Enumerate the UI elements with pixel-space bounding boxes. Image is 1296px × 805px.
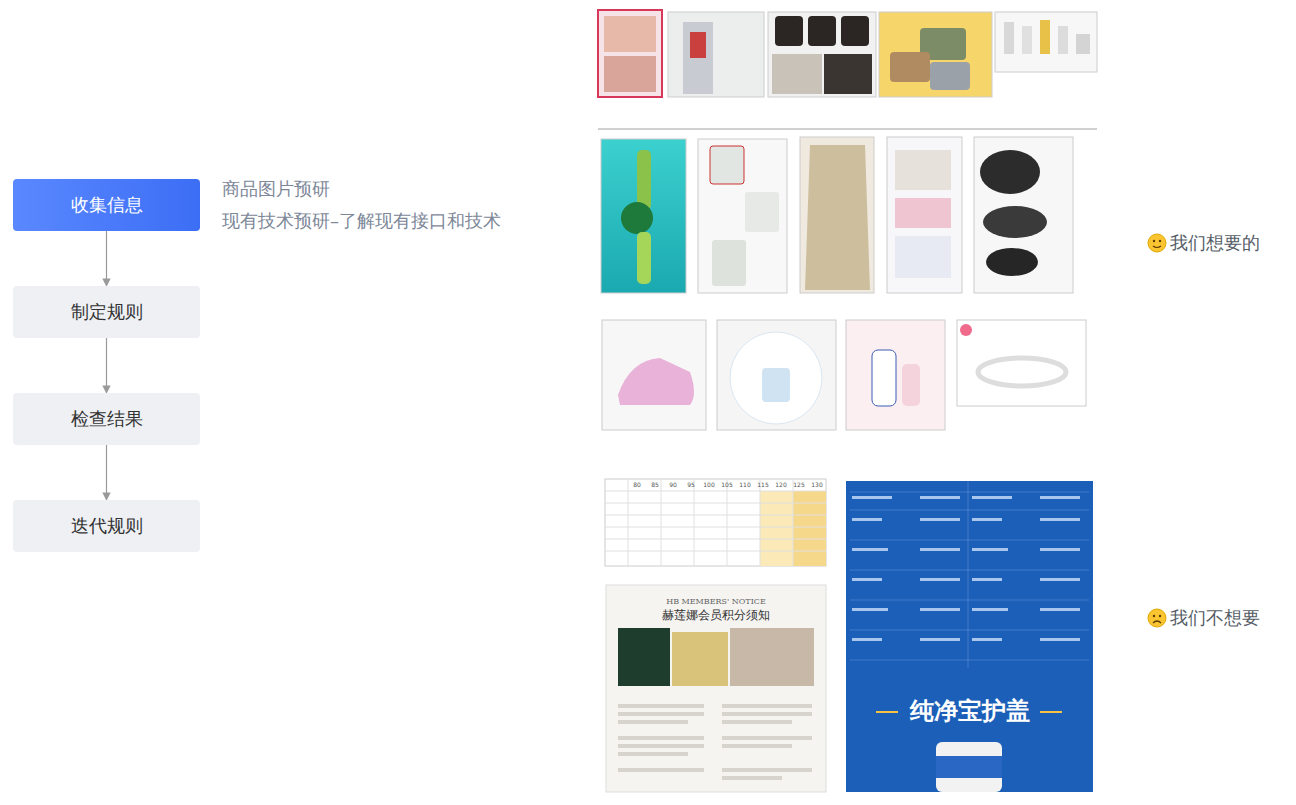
illustration-text: 125 <box>790 481 808 488</box>
product-photo <box>930 62 970 90</box>
product-photo <box>960 324 972 336</box>
product-photo <box>621 202 653 234</box>
product-photo <box>1076 34 1090 54</box>
size-table <box>605 479 826 566</box>
product-photo <box>800 137 874 293</box>
product-photo <box>805 145 870 290</box>
product-photo <box>846 320 945 430</box>
size-table-band <box>760 491 793 566</box>
product-photo <box>775 16 803 46</box>
product-photo <box>824 54 872 94</box>
smile-emoji <box>1148 234 1166 252</box>
note-text: 我们想要的 <box>1170 232 1260 254</box>
product-photo <box>618 358 694 405</box>
product-photo <box>598 10 662 97</box>
flow-arrow <box>106 231 107 286</box>
process-box: 收集信息 <box>13 179 200 231</box>
table-grid <box>605 479 826 566</box>
product-photo <box>730 628 814 686</box>
note-text: 现有技术预研–了解现有接口和技术 <box>222 210 501 232</box>
product-photo <box>872 350 896 406</box>
product-photo <box>980 150 1040 194</box>
illustration-text: 赫莲娜会员积分须知 <box>606 608 826 622</box>
product-photo <box>698 139 787 293</box>
ornament-line <box>876 711 898 713</box>
illustration-text: 110 <box>736 481 754 488</box>
product-tin <box>936 756 1002 778</box>
product-photo <box>879 12 992 97</box>
illustration-text: 80 <box>628 481 646 488</box>
product-photo <box>717 320 836 430</box>
nutrition-poster <box>846 481 1093 792</box>
illustration-text: 115 <box>754 481 772 488</box>
illustration-text: 95 <box>682 481 700 488</box>
product-photo <box>730 332 822 424</box>
product-photo <box>841 16 869 46</box>
illustration-text: 120 <box>772 481 790 488</box>
product-photo <box>668 12 764 97</box>
notice-card <box>606 585 826 792</box>
product-photo <box>1022 26 1032 54</box>
ornament-line <box>1040 711 1062 713</box>
product-photo <box>887 137 962 293</box>
nutrition-table <box>850 481 1089 668</box>
product-photo <box>712 240 746 286</box>
illustration-text: 85 <box>646 481 664 488</box>
product-photo <box>986 248 1038 276</box>
step-label: 检查结果 <box>71 407 143 431</box>
product-tin <box>936 742 1002 792</box>
step-label: 收集信息 <box>71 193 143 217</box>
product-photo <box>604 56 656 92</box>
product-photo <box>772 54 822 94</box>
illustration-text: 100 <box>700 481 718 488</box>
flow-arrow <box>106 445 107 500</box>
product-photo <box>895 236 951 278</box>
note-text: 商品图片预研 <box>222 178 330 200</box>
product-photo <box>768 12 876 97</box>
note-text: 我们不想要 <box>1170 607 1260 629</box>
process-box: 迭代规则 <box>13 500 200 552</box>
product-photo <box>978 358 1066 386</box>
product-photo <box>690 32 706 58</box>
product-photo <box>602 320 706 430</box>
illustration-text: 90 <box>664 481 682 488</box>
product-photo <box>983 206 1047 238</box>
flow-arrow <box>106 338 107 393</box>
product-photo <box>957 320 1086 406</box>
product-photo <box>895 150 951 190</box>
illustration-text: 130 <box>808 481 826 488</box>
size-table-band <box>793 491 826 566</box>
product-photo <box>710 146 744 184</box>
product-photo <box>604 16 656 52</box>
product-photo <box>683 22 713 94</box>
product-photo <box>1004 22 1014 54</box>
product-photo <box>902 364 920 406</box>
product-photo <box>1058 26 1068 54</box>
frown-emoji <box>1148 609 1166 627</box>
nutrition-rows <box>852 496 1080 641</box>
product-photo <box>762 368 790 402</box>
product-photo <box>808 16 836 46</box>
illustration-text: 纯净宝护盖 <box>846 697 1093 726</box>
divider-line <box>598 128 1097 130</box>
process-box: 检查结果 <box>13 393 200 445</box>
product-photo <box>1040 20 1050 54</box>
product-photo <box>995 12 1097 72</box>
product-photo <box>618 628 670 686</box>
product-photo <box>890 52 930 82</box>
product-photo <box>745 192 779 232</box>
product-photo <box>637 232 651 284</box>
illustration-text: 105 <box>718 481 736 488</box>
product-photo <box>672 632 728 686</box>
step-label: 迭代规则 <box>71 514 143 538</box>
product-photo <box>637 150 651 210</box>
text-lines <box>618 704 812 780</box>
step-label: 制定规则 <box>71 300 143 324</box>
product-photo <box>601 139 686 293</box>
product-photo <box>895 198 951 228</box>
product-photo <box>974 137 1073 293</box>
illustration-text: HB MEMBERS' NOTICE <box>606 597 826 607</box>
process-box: 制定规则 <box>13 286 200 338</box>
